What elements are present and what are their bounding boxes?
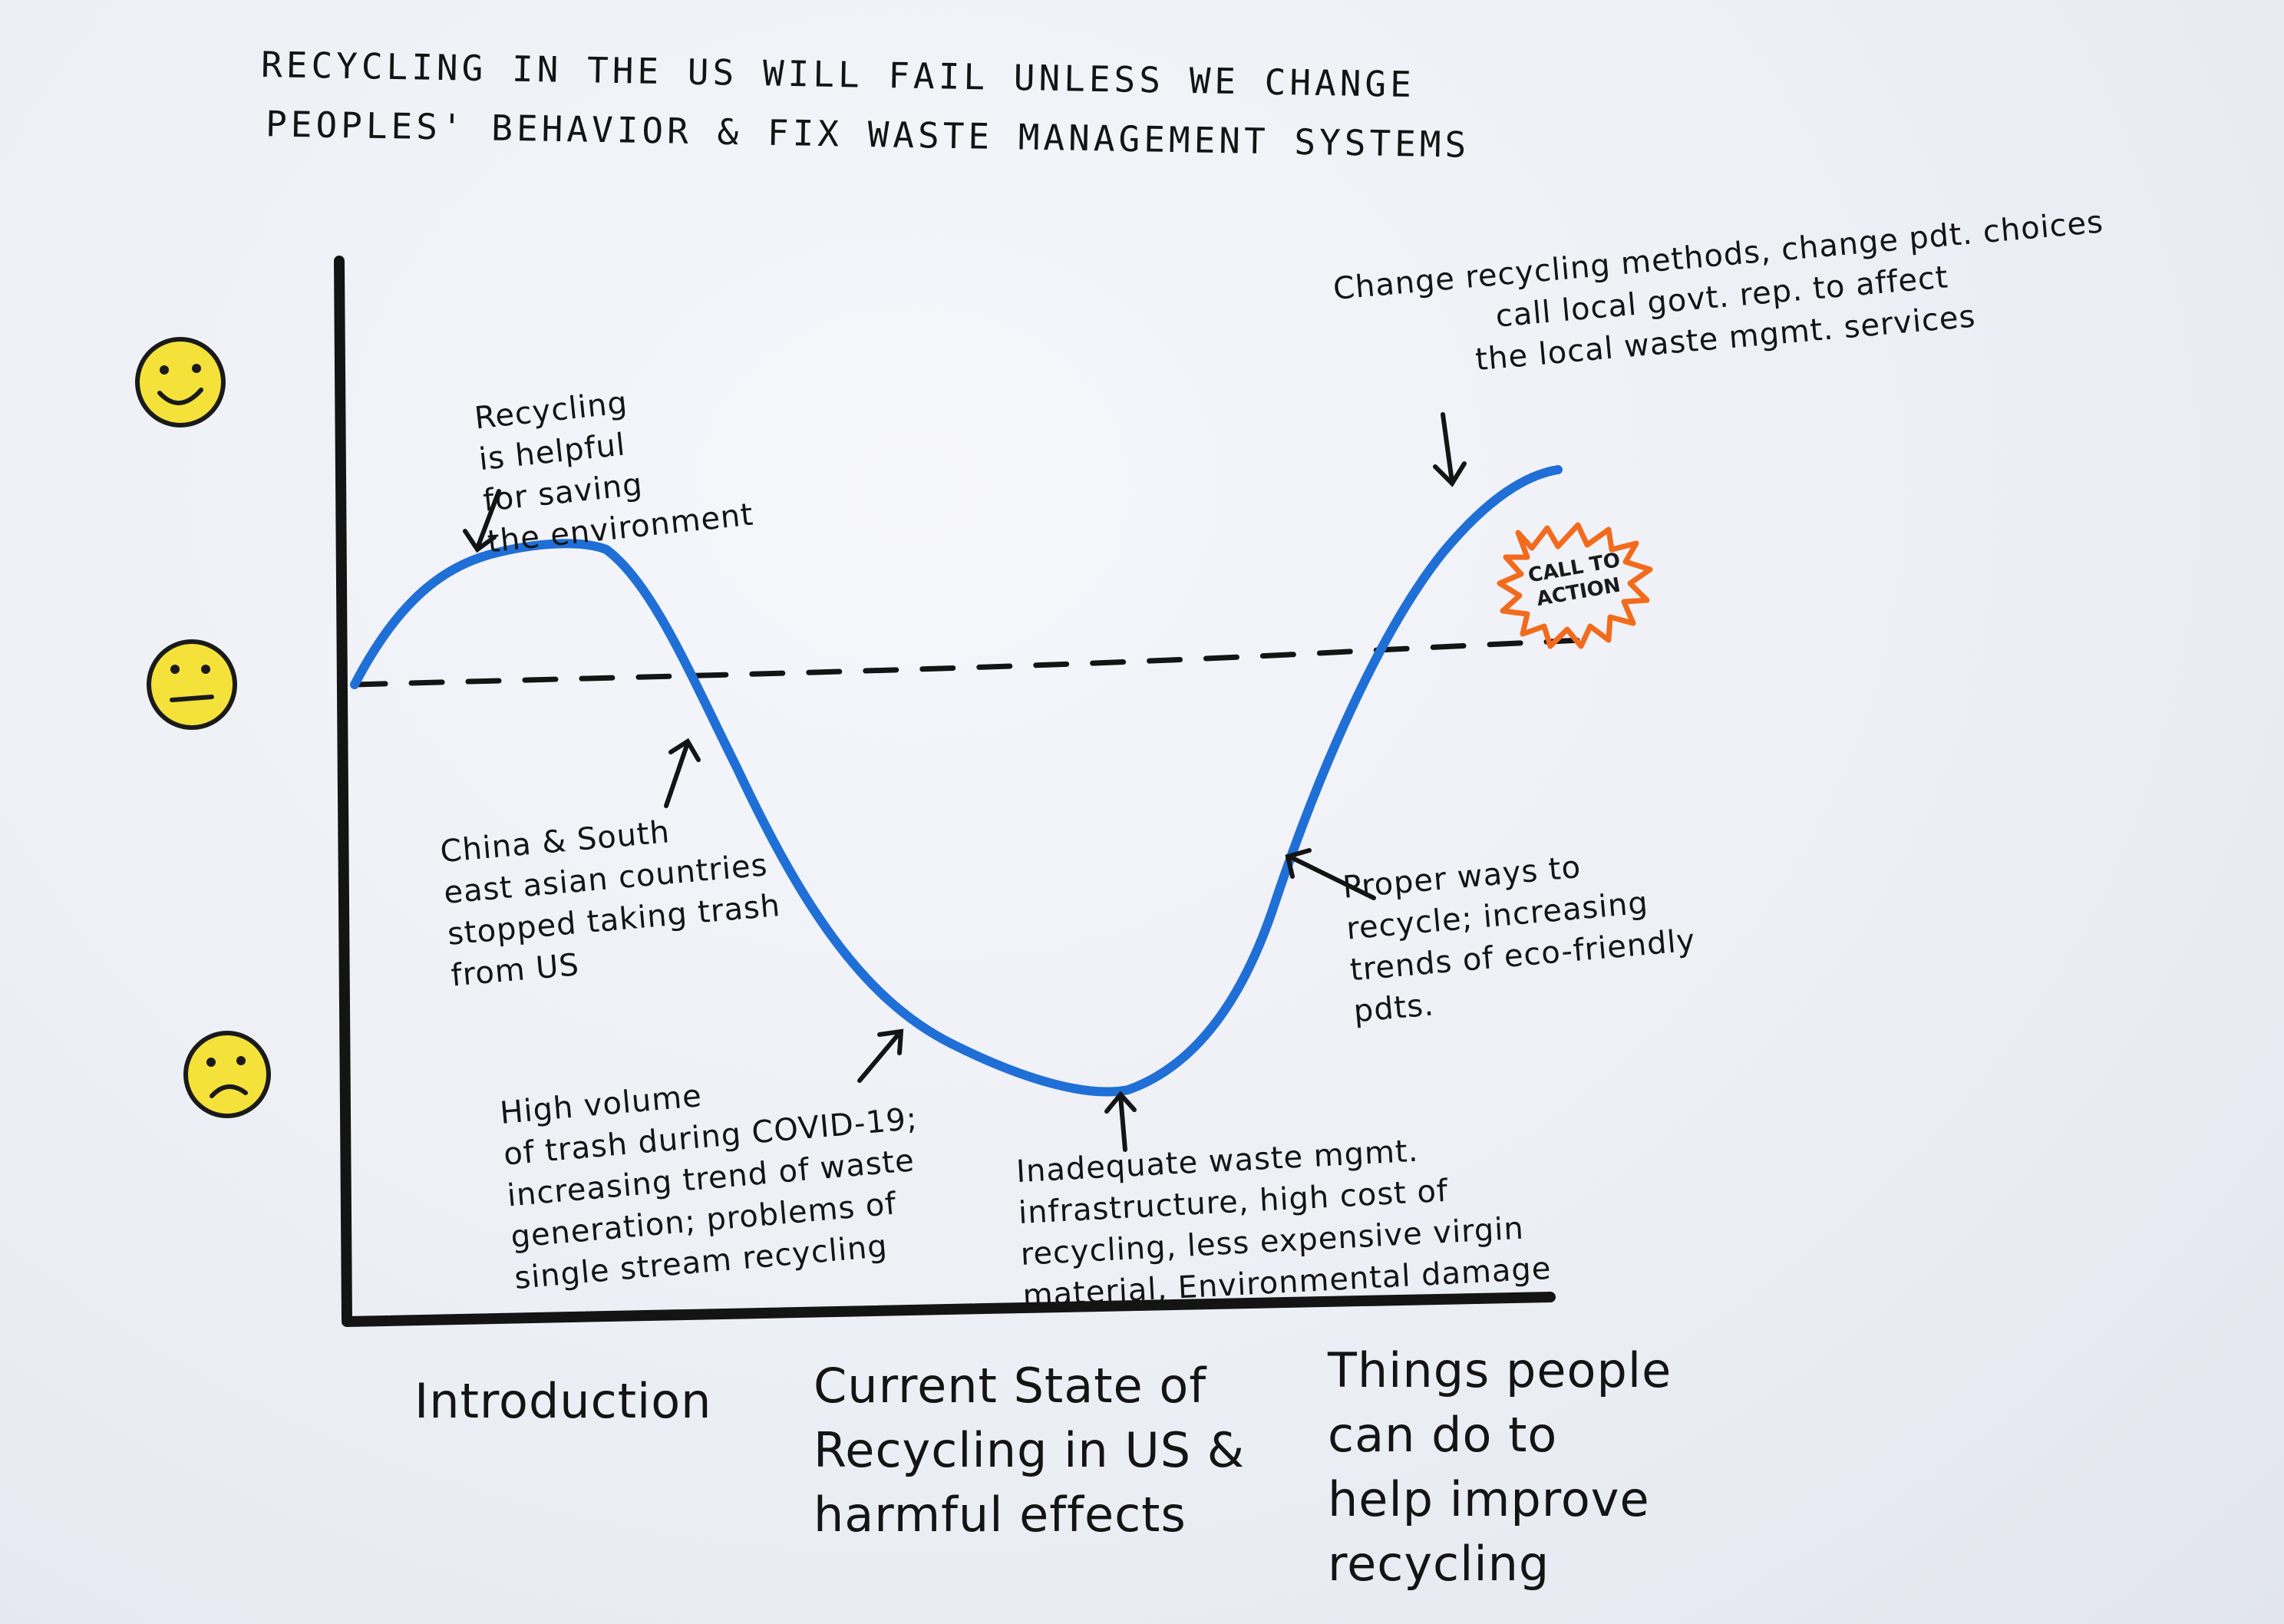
arrow-trough (1104, 1091, 1137, 1152)
annotation-trough: Inadequate waste mgmt. infrastructure, h… (1015, 1133, 1553, 1314)
arrow-covid (857, 1028, 904, 1083)
annotation-first-drop: China & South east asian countries stopp… (438, 814, 782, 994)
annotation-recovery: Proper ways to recycle; increasing trend… (1341, 849, 1697, 1030)
arrow-top-right (1433, 412, 1467, 487)
sad-face-icon (183, 1031, 271, 1118)
call-to-action-burst (1497, 522, 1653, 649)
neutral-baseline (352, 637, 1584, 688)
annotation-intro-peak: Recycling is helpful for saving the envi… (473, 385, 756, 560)
annotation-covid: High volume of trash during COVID-19; in… (498, 1078, 919, 1297)
stage-label-introduction: Introduction (414, 1373, 712, 1429)
emotion-curve (350, 465, 1563, 1097)
arrow-intro-peak (463, 489, 501, 553)
neutral-face-icon (147, 639, 237, 730)
stage-label-things-people-can-do: Things people can do to help improve rec… (1328, 1342, 1672, 1592)
arrow-recovery (1285, 848, 1376, 900)
arrow-first-drop (664, 738, 701, 808)
y-axis (334, 256, 352, 1325)
stage-label-current-state: Current State of Recycling in US & harmf… (814, 1358, 1246, 1543)
x-axis (342, 1292, 1556, 1327)
happy-face-icon (135, 337, 226, 427)
